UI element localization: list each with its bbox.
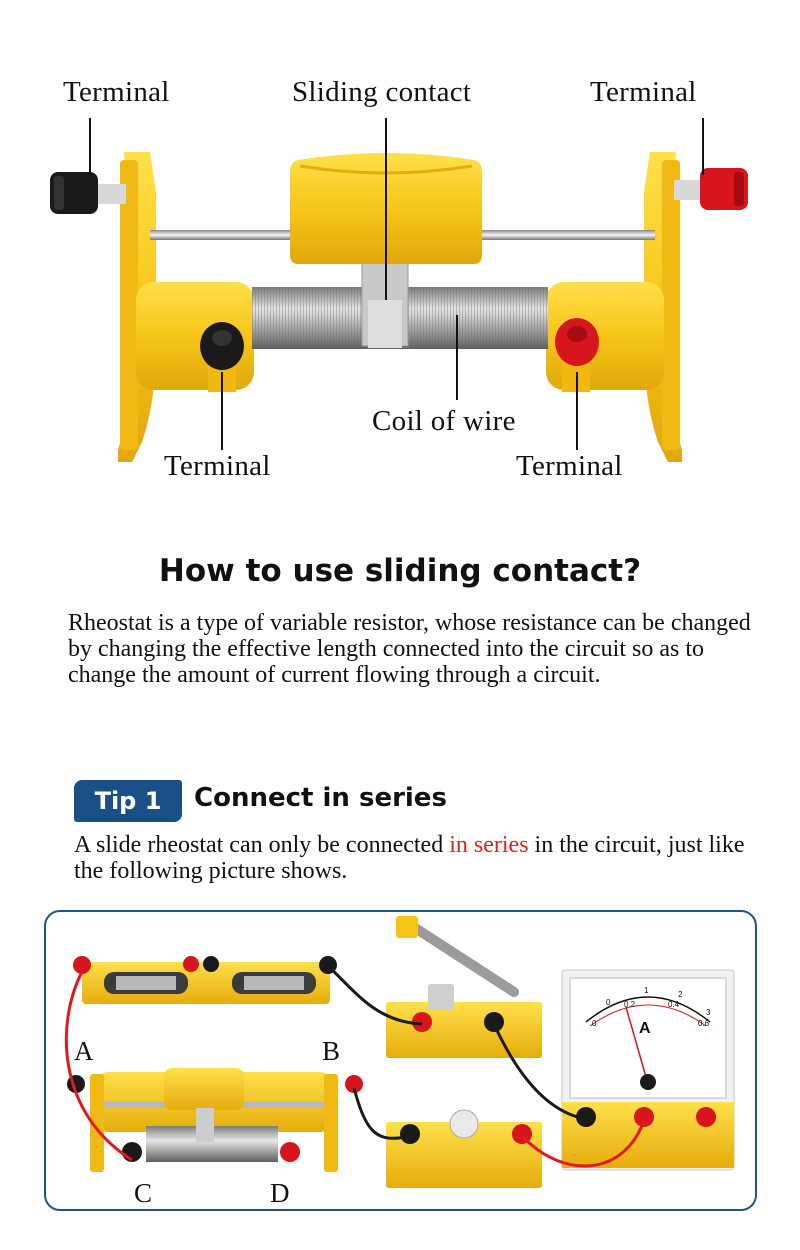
tip-title: Connect in series: [194, 783, 447, 813]
coil-of-wire-label: Coil of wire: [372, 405, 516, 437]
meter-tick: 0.4: [668, 1000, 680, 1009]
label-a: A: [74, 1036, 94, 1066]
intro-paragraph: Rheostat is a type of variable resistor,…: [68, 610, 751, 688]
black-wire: [352, 1087, 411, 1140]
label-d: D: [270, 1178, 290, 1208]
circuit-illustration: [64, 916, 735, 1188]
tip-text-highlight: in series: [449, 832, 529, 858]
tip-text-before: A slide rheostat can only be connected: [74, 832, 450, 858]
bottom-left-terminal: [200, 322, 244, 392]
knife-switch: [386, 916, 542, 1058]
tip-paragraph: A slide rheostat can only be connected i…: [74, 832, 754, 884]
sliding-contact-label: Sliding contact: [292, 76, 472, 108]
label-c: C: [134, 1178, 153, 1208]
bulb-holder: [386, 1109, 542, 1188]
ammeter: [561, 969, 735, 1171]
ammeter-letter: A: [639, 1020, 651, 1037]
bottom-right-terminal: [555, 318, 599, 392]
top-right-terminal: [674, 168, 748, 210]
tip-badge: Tip 1: [74, 780, 182, 822]
black-wire: [492, 1023, 587, 1121]
terminal-label-bottom-right: Terminal: [516, 450, 623, 482]
black-wire: [326, 964, 423, 1026]
terminal-label-top-left: Terminal: [63, 76, 170, 108]
meter-tick-upper: 2: [678, 990, 683, 999]
battery-holder: [73, 956, 337, 1004]
meter-tick: 0: [592, 1019, 597, 1028]
label-b: B: [322, 1036, 341, 1066]
meter-tick-upper: 1: [644, 986, 649, 995]
meter-tick: 0.6: [698, 1019, 710, 1028]
tip-text-after: in the circuit, just like the following …: [74, 832, 745, 884]
meter-tick-upper: 3: [706, 1008, 711, 1017]
circuit-rheostat: [67, 1068, 363, 1172]
top-left-terminal: [50, 172, 126, 214]
rheostat-illustration: [50, 118, 748, 462]
section-headline: How to use sliding contact?: [158, 553, 642, 589]
meter-tick-upper: 0: [606, 998, 611, 1007]
red-wire: [64, 971, 133, 1162]
meter-tick: 0.2: [624, 1000, 636, 1009]
circuit-diagram-panel: A B C D A 0 0.2 0.4 0.6 0 1 2 3: [44, 910, 757, 1211]
red-wire: [520, 1119, 646, 1168]
terminal-label-top-right: Terminal: [590, 76, 697, 108]
rheostat-diagram: Terminal Sliding contact Terminal Coil o…: [0, 0, 800, 520]
terminal-label-bottom-left: Terminal: [164, 450, 271, 482]
